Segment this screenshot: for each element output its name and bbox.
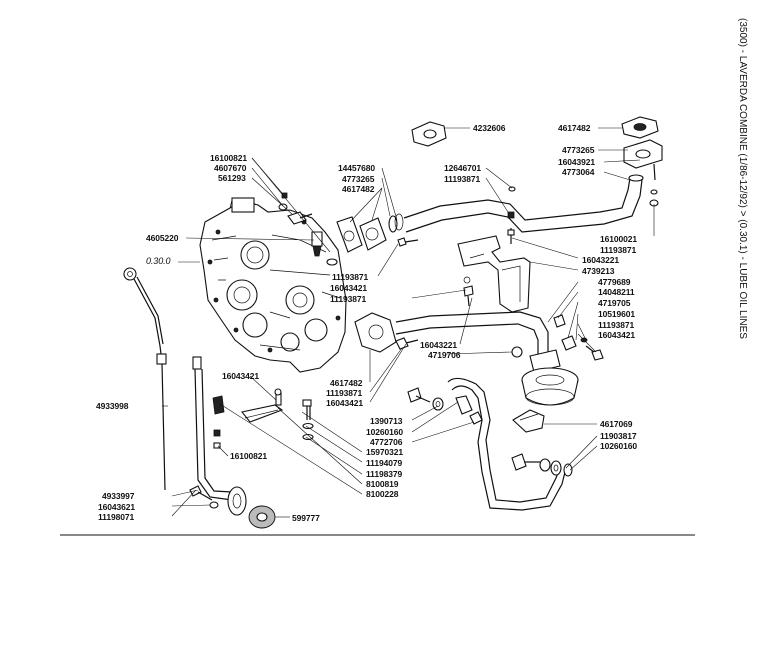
upper-oil-pipe <box>403 174 644 233</box>
part-label-4779689: 4779689 <box>598 277 631 287</box>
plate-4232606 <box>411 121 447 147</box>
part-label-16043421-d: 16043421 <box>222 371 260 381</box>
part-label-599777: 599777 <box>292 513 320 523</box>
part-label-4772706: 4772706 <box>370 437 403 447</box>
clip-4617069 <box>512 409 545 433</box>
feed-pipe-4772706 <box>447 377 567 511</box>
dipstick-tube <box>192 356 247 516</box>
reference-label-0300: 0.30.0 <box>146 256 171 266</box>
sensor-4605220 <box>278 192 323 257</box>
banjo-bolt-left <box>407 387 444 411</box>
part-label-16043221: 16043221 <box>582 255 620 265</box>
part-label-16043421-c: 16043421 <box>326 398 364 408</box>
part-label-4617069: 4617069 <box>600 419 633 429</box>
part-label-4739213: 4739213 <box>582 266 615 276</box>
part-label-4605220: 4605220 <box>146 233 179 243</box>
part-label-4773265: 4773265 <box>562 145 595 155</box>
page-side-title: (3500) - LAVERDA COMBINE (1/86-12/92) > … <box>737 18 748 339</box>
part-label-11193871-e: 11193871 <box>598 320 635 330</box>
seal-599777 <box>248 505 276 529</box>
part-label-15970321: 15970321 <box>366 447 404 457</box>
part-label-4607670: 4607670 <box>214 163 247 173</box>
part-label-14457680: 14457680 <box>338 163 376 173</box>
part-label-16100821: 16100821 <box>210 153 248 163</box>
part-label-8100819: 8100819 <box>366 479 399 489</box>
part-label-16043421: 16043421 <box>330 283 368 293</box>
part-label-10260160-b: 10260160 <box>600 441 638 451</box>
part-label-4617482-c: 4617482 <box>330 378 363 388</box>
part-label-16100021: 16100021 <box>600 234 638 244</box>
part-label-4719705: 4719705 <box>598 298 631 308</box>
engine-housing <box>199 197 347 373</box>
part-label-11198379: 11198379 <box>366 469 403 479</box>
top-right-flange <box>621 116 663 207</box>
part-label-11194079: 11194079 <box>366 458 403 468</box>
part-label-14048211: 14048211 <box>598 287 635 297</box>
strainer-bowl <box>521 349 579 406</box>
part-label-11193871-d: 11193871 <box>330 294 367 304</box>
part-label-16043921: 16043921 <box>558 157 596 167</box>
bolt-washer-stack <box>302 399 314 441</box>
part-label-4617482: 4617482 <box>558 123 591 133</box>
upper-flange-assembly <box>326 213 404 266</box>
part-label-11193871-f: 11193871 <box>326 388 363 398</box>
part-label-4773265-b: 4773265 <box>342 174 375 184</box>
part-label-4933998: 4933998 <box>96 401 129 411</box>
part-label-4773064: 4773064 <box>562 167 595 177</box>
part-label-10260160: 10260160 <box>366 427 404 437</box>
part-label-12646701: 12646701 <box>444 163 482 173</box>
strainer-fasteners <box>463 276 604 361</box>
part-label-8100228: 8100228 <box>366 489 399 499</box>
leader-lines <box>162 127 655 518</box>
part-label-11193871-c: 11193871 <box>332 272 369 282</box>
part-label-4232606: 4232606 <box>473 123 506 133</box>
part-label-1390713: 1390713 <box>370 416 403 426</box>
dipstick <box>123 267 167 491</box>
part-label-10519601: 10519601 <box>598 309 636 319</box>
part-label-11903817: 11903817 <box>600 431 637 441</box>
part-label-16043421-b: 16043421 <box>598 330 636 340</box>
part-label-16100821-b: 16100821 <box>230 451 268 461</box>
lower-oil-pipe <box>354 311 549 356</box>
part-label-4617482-b: 4617482 <box>342 184 375 194</box>
bracket-clamp <box>212 388 284 423</box>
part-label-4719706: 4719706 <box>428 350 461 360</box>
part-label-16043621: 16043621 <box>98 502 136 512</box>
part-label-561293: 561293 <box>218 173 246 183</box>
part-label-11193871-b: 11193871 <box>600 245 637 255</box>
bracket-4739213 <box>457 235 531 313</box>
part-label-11193871: 11193871 <box>444 174 481 184</box>
part-label-4933997: 4933997 <box>102 491 135 501</box>
banjo-bolt-right <box>511 453 573 477</box>
part-label-16043221-b: 16043221 <box>420 340 458 350</box>
bolts-12646701 <box>397 186 516 247</box>
part-label-11198071: 11198071 <box>98 512 135 522</box>
